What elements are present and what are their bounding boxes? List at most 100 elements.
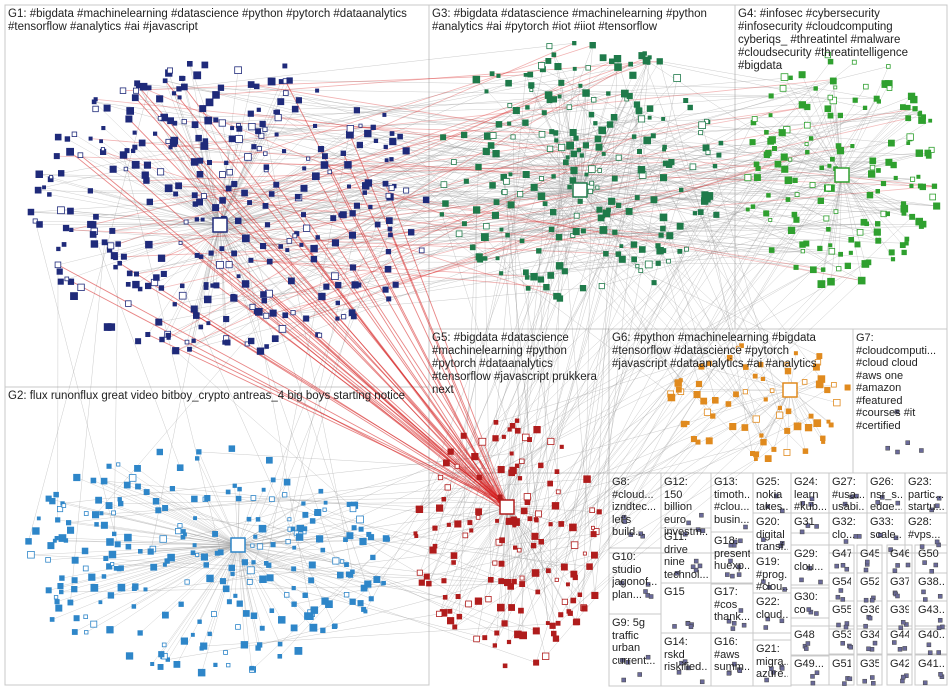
node-g1[interactable] [332, 240, 338, 246]
node-g3[interactable] [555, 139, 558, 142]
node-g2[interactable] [291, 527, 295, 531]
node-g2[interactable] [170, 486, 174, 490]
node-g29[interactable] [819, 580, 823, 584]
node-g5[interactable] [591, 552, 597, 558]
node-g2[interactable] [83, 566, 88, 571]
node-g5[interactable] [507, 640, 510, 643]
node-g7[interactable] [906, 441, 910, 445]
node-g1[interactable] [408, 230, 414, 236]
node-g1[interactable] [374, 139, 378, 143]
node-g4[interactable] [800, 242, 806, 248]
node-g4[interactable] [874, 229, 880, 235]
node-g4[interactable] [825, 106, 831, 112]
node-g3[interactable] [613, 230, 618, 235]
node-g44[interactable] [898, 647, 902, 651]
node-g3[interactable] [679, 188, 683, 192]
node-g5[interactable] [548, 438, 554, 444]
node-g6[interactable] [679, 379, 682, 382]
node-g3[interactable] [619, 256, 625, 262]
node-g1[interactable] [132, 161, 139, 168]
node-g1[interactable] [292, 106, 298, 112]
node-g37[interactable] [896, 594, 900, 598]
node-g6[interactable] [742, 425, 748, 431]
node-g5[interactable] [520, 582, 525, 587]
node-g6[interactable] [825, 387, 830, 392]
node-g3[interactable] [526, 286, 530, 290]
node-g5[interactable] [499, 561, 504, 566]
node-g2[interactable] [144, 490, 149, 495]
node-g2[interactable] [231, 572, 234, 575]
node-g3[interactable] [660, 214, 667, 221]
node-g1[interactable] [390, 132, 394, 136]
node-g4[interactable] [875, 222, 880, 227]
node-g4[interactable] [786, 198, 790, 202]
node-g1[interactable] [125, 149, 129, 153]
node-g5[interactable] [457, 614, 462, 619]
node-g1[interactable] [224, 316, 229, 321]
node-g5[interactable] [534, 518, 537, 521]
node-g4[interactable] [920, 221, 926, 227]
node-g1[interactable] [257, 147, 261, 151]
node-g2[interactable] [321, 548, 325, 552]
node-g1[interactable] [65, 137, 70, 142]
node-g5[interactable] [488, 577, 493, 582]
node-g6[interactable] [802, 380, 807, 385]
node-g1[interactable] [124, 167, 128, 171]
node-g2[interactable] [309, 562, 315, 568]
hub-node-g6[interactable] [783, 383, 797, 397]
node-g2[interactable] [72, 586, 78, 592]
node-g2[interactable] [101, 522, 107, 528]
node-g2[interactable] [307, 613, 314, 620]
node-g3[interactable] [523, 270, 528, 275]
node-g47[interactable] [835, 564, 839, 568]
node-g3[interactable] [490, 72, 494, 76]
node-g2[interactable] [345, 563, 349, 567]
node-g1[interactable] [388, 227, 392, 231]
node-g1[interactable] [272, 336, 278, 342]
node-g5[interactable] [519, 608, 524, 613]
node-g3[interactable] [539, 131, 545, 137]
node-g3[interactable] [677, 223, 683, 229]
node-g1[interactable] [181, 84, 187, 90]
node-g3[interactable] [504, 179, 510, 185]
node-g1[interactable] [126, 301, 132, 307]
node-g2[interactable] [323, 508, 326, 511]
node-g2[interactable] [163, 505, 168, 510]
node-g1[interactable] [165, 185, 172, 192]
node-g1[interactable] [359, 124, 362, 127]
node-g4[interactable] [886, 212, 890, 216]
node-g1[interactable] [174, 192, 178, 196]
node-g4[interactable] [901, 202, 905, 206]
node-g6[interactable] [691, 436, 696, 441]
node-g2[interactable] [117, 463, 120, 466]
node-g1[interactable] [65, 277, 69, 281]
node-g2[interactable] [132, 587, 136, 591]
node-g3[interactable] [590, 181, 594, 185]
node-g4[interactable] [889, 250, 894, 255]
node-g1[interactable] [58, 279, 63, 284]
node-g2[interactable] [53, 539, 56, 542]
node-g3[interactable] [706, 150, 710, 154]
node-g38[interactable] [938, 594, 942, 598]
node-g1[interactable] [185, 340, 189, 344]
node-g1[interactable] [207, 160, 211, 164]
node-g5[interactable] [587, 564, 593, 570]
node-g4[interactable] [881, 181, 885, 185]
node-g1[interactable] [383, 287, 388, 292]
node-g6[interactable] [681, 421, 687, 427]
node-g1[interactable] [349, 310, 355, 316]
node-g1[interactable] [264, 152, 268, 156]
node-g2[interactable] [309, 578, 314, 583]
node-g36[interactable] [868, 616, 872, 620]
node-g2[interactable] [251, 544, 254, 547]
node-g1[interactable] [201, 218, 204, 221]
node-g4[interactable] [911, 96, 918, 103]
node-g54[interactable] [839, 589, 843, 593]
node-g2[interactable] [92, 512, 98, 518]
node-g5[interactable] [419, 580, 424, 585]
node-g2[interactable] [108, 593, 114, 599]
node-g2[interactable] [185, 580, 189, 584]
node-g1[interactable] [350, 265, 355, 270]
node-g1[interactable] [350, 211, 356, 217]
node-g5[interactable] [515, 419, 519, 423]
